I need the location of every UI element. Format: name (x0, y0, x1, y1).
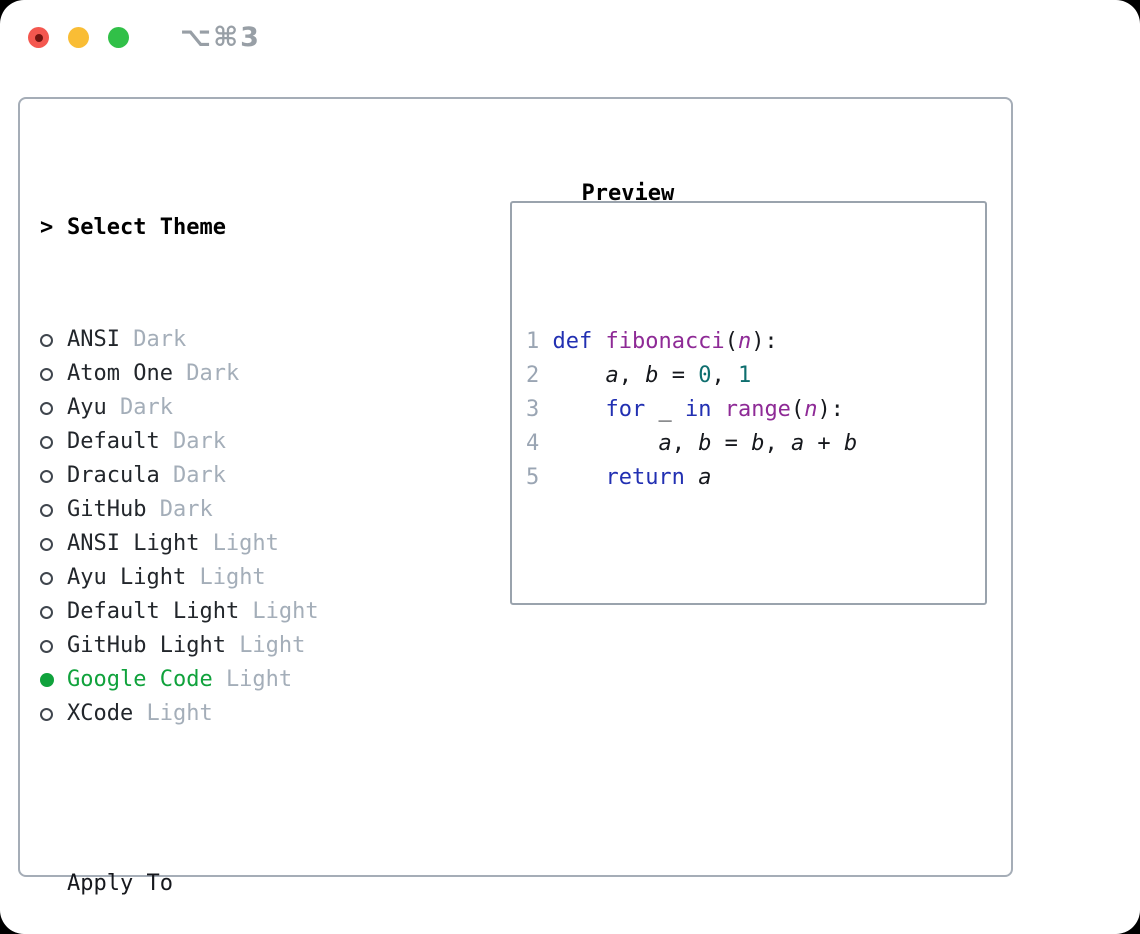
zoom-button[interactable] (108, 27, 129, 48)
close-button[interactable] (28, 27, 49, 48)
theme-option-ansi-light[interactable]: ANSI Light Light (40, 527, 411, 561)
radio-icon (40, 469, 67, 483)
radio-selected-icon (40, 673, 67, 687)
theme-option-ayu-light[interactable]: Ayu Light Light (40, 561, 411, 595)
option-variant-tag: Dark (159, 497, 213, 522)
focus-caret-icon: > (40, 215, 54, 240)
option-label: Default Light (67, 599, 240, 624)
apply-to-header: Apply To (40, 867, 411, 901)
keyboard-shortcut-label: ⌥⌘3 (180, 22, 261, 53)
theme-option-default-light[interactable]: Default Light Light (40, 595, 411, 629)
theme-option-google-code[interactable]: Google Code Light (40, 663, 411, 697)
code-content: for _ in range(n): (605, 397, 844, 422)
option-variant-tag: Light (146, 701, 213, 726)
code-line: 1 def fibonacci(n): (526, 325, 975, 359)
option-label: ANSI (67, 327, 120, 352)
theme-option-ansi[interactable]: ANSI Dark (40, 323, 411, 357)
titlebar: ⌥⌘3 (28, 22, 261, 53)
theme-option-dracula[interactable]: Dracula Dark (40, 459, 411, 493)
option-variant-tag: Dark (119, 395, 173, 420)
radio-icon (40, 537, 67, 551)
option-variant-tag: Light (212, 531, 279, 556)
line-number: 1 (526, 597, 539, 603)
option-variant-tag: Light (225, 667, 293, 692)
option-label: Dracula (67, 463, 160, 488)
code-content: a, b = b, a + b (658, 431, 858, 456)
option-variant-tag: Dark (172, 429, 226, 454)
theme-option-ayu[interactable]: Ayu Dark (40, 391, 411, 425)
option-label: Google Code (67, 667, 213, 692)
diff-preview: 1 This is a context line.2 - This line w… (526, 597, 975, 603)
theme-option-default[interactable]: Default Dark (40, 425, 411, 459)
option-variant-tag: Dark (186, 361, 240, 386)
option-label: ANSI Light (67, 531, 200, 556)
option-variant-tag: Light (252, 599, 319, 624)
code-content: def fibonacci(n): (552, 329, 778, 354)
radio-icon (40, 401, 67, 415)
radio-icon (40, 571, 67, 585)
minimize-button[interactable] (68, 27, 89, 48)
option-variant-tag: Dark (172, 463, 226, 488)
radio-icon (40, 503, 67, 517)
option-label: Ayu Light (67, 565, 187, 590)
select-theme-header: > Select Theme (40, 211, 411, 245)
line-number: 3 (526, 397, 540, 422)
option-label: XCode (67, 701, 134, 726)
option-label: Default (67, 429, 160, 454)
option-label: GitHub Light (67, 633, 226, 658)
line-number: 5 (526, 465, 540, 490)
select-theme-title: Select Theme (67, 215, 226, 240)
code-line: 3 for _ in range(n): (526, 393, 975, 427)
option-variant-tag: Light (199, 565, 266, 590)
radio-icon (40, 435, 67, 449)
code-line: 5 return a (526, 461, 975, 495)
code-line: 2 a, b = 0, 1 (526, 359, 975, 393)
code-line: 4 a, b = b, a + b (526, 427, 975, 461)
radio-icon (40, 367, 67, 381)
radio-icon (40, 639, 67, 653)
radio-icon (40, 333, 67, 347)
option-variant-tag: Light (239, 633, 306, 658)
apply-to-title: Apply To (67, 871, 173, 896)
option-variant-tag: Dark (133, 327, 187, 352)
code-content: a, b = 0, 1 (605, 363, 752, 388)
code-content: return a (605, 465, 712, 490)
option-label: Ayu (67, 395, 107, 420)
radio-icon (40, 707, 67, 721)
theme-option-github-light[interactable]: GitHub Light Light (40, 629, 411, 663)
line-number: 4 (526, 431, 540, 456)
line-number: 2 (526, 363, 540, 388)
diff-line-context: 1 This is a context line. (526, 597, 975, 603)
diff-content: This is a context line. (552, 597, 937, 603)
theme-option-atom-one[interactable]: Atom One Dark (40, 357, 411, 391)
unsaved-indicator-dot (34, 33, 43, 42)
option-label: Atom One (67, 361, 173, 386)
option-label: GitHub (67, 497, 147, 522)
line-number: 1 (526, 329, 540, 354)
radio-icon (40, 605, 67, 619)
theme-option-xcode[interactable]: XCode Light (40, 697, 411, 731)
theme-option-github[interactable]: GitHub Dark (40, 493, 411, 527)
